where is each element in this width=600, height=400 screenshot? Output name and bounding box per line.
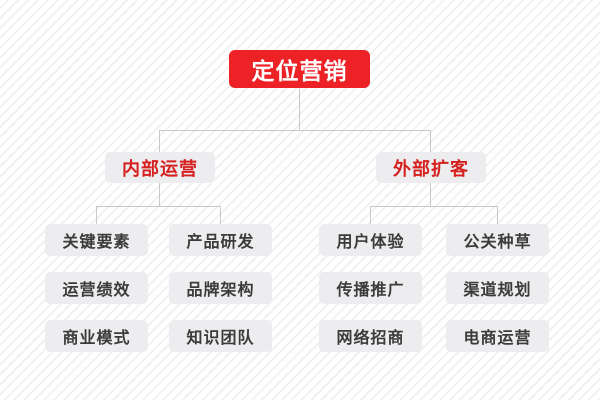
node-leaf-label: 用户体验: [336, 234, 405, 251]
node-leaf-label: 公关种草: [463, 234, 532, 251]
node-leaf-user-experience[interactable]: 用户体验: [319, 224, 422, 256]
connector-left-col1-drop: [96, 206, 97, 224]
node-leaf-label: 网络招商: [336, 330, 405, 347]
node-leaf-communication-promotion[interactable]: 传播推广: [319, 272, 422, 304]
node-leaf-label: 产品研发: [186, 234, 255, 251]
node-leaf-label: 电商运营: [463, 330, 532, 347]
node-leaf-label: 关键要素: [62, 234, 131, 251]
node-leaf-label: 运营绩效: [62, 282, 131, 299]
connector-left-branch-stem: [159, 183, 160, 206]
connector-root-bar: [159, 130, 431, 131]
node-leaf-product-rnd[interactable]: 产品研发: [169, 224, 272, 256]
node-leaf-knowledge-team[interactable]: 知识团队: [169, 320, 272, 352]
node-root[interactable]: 定位营销: [229, 50, 370, 88]
connector-right-branch-stem: [430, 183, 431, 206]
node-leaf-operating-performance[interactable]: 运营绩效: [45, 272, 148, 304]
node-leaf-label: 品牌架构: [186, 282, 255, 299]
connector-right-branch-bar: [370, 206, 497, 207]
node-branch-label: 内部运营: [122, 158, 198, 179]
connector-branch-left-drop: [159, 130, 160, 152]
node-leaf-label: 商业模式: [62, 330, 131, 347]
node-branch-label: 外部扩客: [393, 158, 469, 179]
node-leaf-online-recruitment[interactable]: 网络招商: [319, 320, 422, 352]
node-leaf-label: 渠道规划: [463, 282, 532, 299]
node-leaf-pr-seeding[interactable]: 公关种草: [446, 224, 549, 256]
node-leaf-label: 知识团队: [186, 330, 255, 347]
node-leaf-brand-architecture[interactable]: 品牌架构: [169, 272, 272, 304]
connector-right-col1-drop: [370, 206, 371, 224]
node-leaf-ecommerce-operations[interactable]: 电商运营: [446, 320, 549, 352]
node-leaf-business-model[interactable]: 商业模式: [45, 320, 148, 352]
node-leaf-key-elements[interactable]: 关键要素: [45, 224, 148, 256]
connector-branch-right-drop: [430, 130, 431, 152]
connector-right-col2-drop: [497, 206, 498, 224]
connector-left-col2-drop: [220, 206, 221, 224]
node-branch-internal-operations[interactable]: 内部运营: [105, 152, 215, 183]
node-leaf-label: 传播推广: [336, 282, 405, 299]
connector-root-stem: [299, 88, 300, 130]
node-branch-external-acquisition[interactable]: 外部扩客: [376, 152, 486, 183]
node-leaf-channel-planning[interactable]: 渠道规划: [446, 272, 549, 304]
node-root-label: 定位营销: [251, 58, 348, 84]
connector-left-branch-bar: [96, 206, 221, 207]
